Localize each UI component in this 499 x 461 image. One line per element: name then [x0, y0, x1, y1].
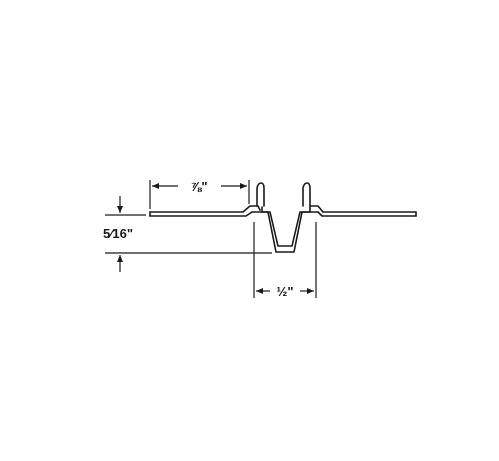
dimension-height-label: 5⁄16"	[103, 226, 133, 241]
right-flange-underside	[317, 211, 417, 217]
channel-inner	[261, 211, 311, 247]
dimension-channel-width-label: ½"	[276, 284, 293, 299]
left-flange-underside	[149, 211, 253, 217]
left-flange	[149, 205, 261, 213]
right-flange	[309, 205, 417, 213]
extension-lines	[105, 180, 317, 298]
profile-outline	[149, 182, 417, 253]
dimension-top-width-label: ⅞"	[190, 179, 207, 194]
dimension-lines	[117, 183, 314, 294]
right-tab	[302, 182, 311, 207]
left-tab	[256, 182, 265, 207]
